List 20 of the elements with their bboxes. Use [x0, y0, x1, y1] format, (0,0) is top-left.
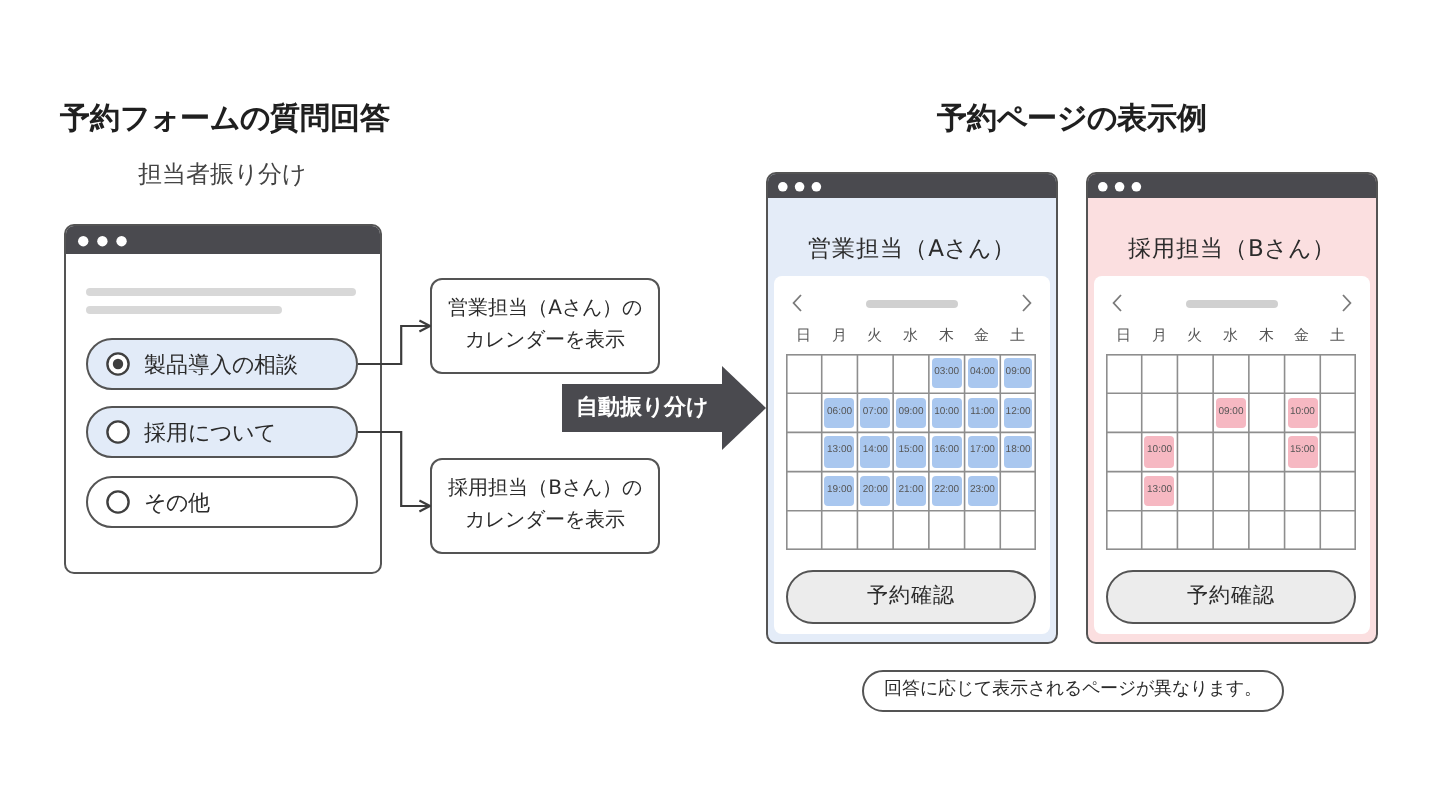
edge-label: 自動振り分け	[572, 394, 712, 422]
subheading: 担当者振り分け	[138, 160, 306, 192]
connector-arrow	[358, 430, 432, 513]
confirm-button: 予約確認	[786, 570, 1036, 624]
radio-option: その他	[86, 476, 358, 528]
section-heading: 予約ページの表示例	[937, 100, 1207, 139]
page-title: 営業担当（Aさん）	[808, 232, 1016, 266]
radio-option: 採用について	[86, 406, 358, 458]
connector-arrow	[358, 319, 432, 366]
radio-option: 製品導入の相談	[86, 338, 358, 390]
note-callout: 回答に応じて表示されるページが異なります。	[862, 670, 1284, 712]
block-arrow	[562, 366, 766, 450]
info-box: 採用担当（Bさん）のカレンダーを表示	[430, 458, 660, 554]
page-window	[1086, 172, 1378, 644]
page-title: 採用担当（Bさん）	[1128, 232, 1336, 266]
page-window	[766, 172, 1058, 644]
confirm-button: 予約確認	[1106, 570, 1356, 624]
info-box: 営業担当（Aさん）のカレンダーを表示	[430, 278, 660, 374]
form-window	[64, 224, 382, 574]
section-heading: 予約フォームの質問回答	[60, 100, 390, 139]
